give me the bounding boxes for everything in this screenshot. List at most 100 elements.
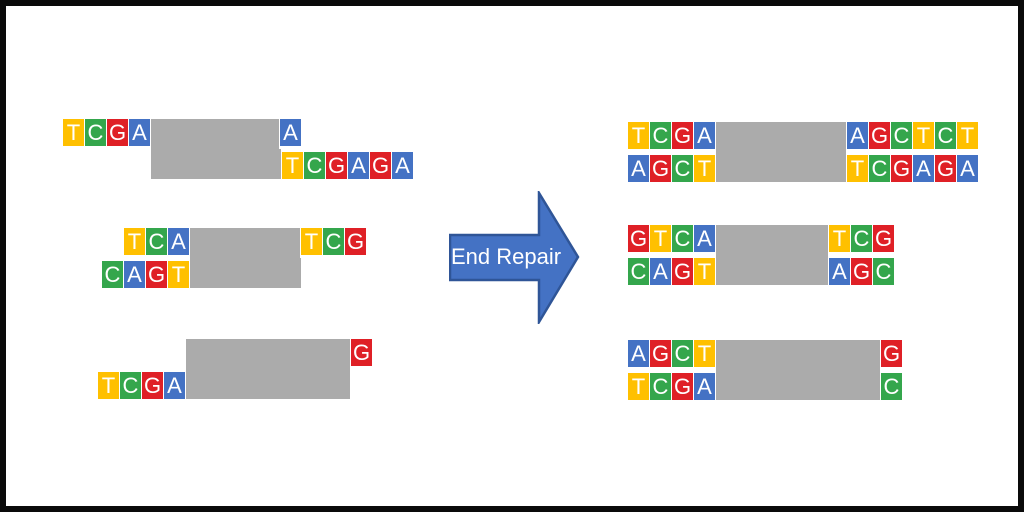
base-T: T <box>913 122 934 149</box>
base-T: T <box>628 373 649 400</box>
base-C: C <box>650 373 671 400</box>
base-C: C <box>85 119 106 146</box>
base-T: T <box>847 155 868 182</box>
base-T: T <box>650 225 671 252</box>
unknown-sequence-spacer <box>716 340 880 370</box>
base-T: T <box>694 155 715 182</box>
base-A: A <box>168 228 189 255</box>
base-T: T <box>957 122 978 149</box>
base-A: A <box>124 261 145 288</box>
base-C: C <box>650 122 671 149</box>
base-A: A <box>829 258 850 285</box>
unknown-sequence-spacer <box>716 370 880 400</box>
base-C: C <box>935 122 956 149</box>
base-G: G <box>650 340 671 367</box>
base-G: G <box>935 155 956 182</box>
base-G: G <box>326 152 347 179</box>
base-C: C <box>851 225 872 252</box>
base-G: G <box>370 152 391 179</box>
unknown-sequence-spacer <box>716 225 828 255</box>
base-T: T <box>282 152 303 179</box>
base-T: T <box>694 258 715 285</box>
base-A: A <box>628 155 649 182</box>
right-arrow-icon <box>448 188 580 327</box>
base-A: A <box>694 373 715 400</box>
base-G: G <box>628 225 649 252</box>
unknown-sequence-spacer <box>151 119 279 149</box>
base-T: T <box>829 225 850 252</box>
base-C: C <box>102 261 123 288</box>
base-T: T <box>168 261 189 288</box>
base-A: A <box>913 155 934 182</box>
base-G: G <box>650 155 671 182</box>
base-A: A <box>694 122 715 149</box>
base-C: C <box>881 373 902 400</box>
base-G: G <box>142 372 163 399</box>
unknown-sequence-spacer <box>716 152 846 182</box>
unknown-sequence-spacer <box>186 339 350 369</box>
base-A: A <box>847 122 868 149</box>
top-strand: G <box>186 339 372 369</box>
base-C: C <box>304 152 325 179</box>
base-A: A <box>129 119 150 146</box>
base-G: G <box>881 340 902 367</box>
base-T: T <box>63 119 84 146</box>
base-A: A <box>164 372 185 399</box>
unknown-sequence-spacer <box>186 369 350 399</box>
base-C: C <box>628 258 649 285</box>
base-C: C <box>672 155 693 182</box>
base-G: G <box>672 122 693 149</box>
unknown-sequence-spacer <box>190 258 301 288</box>
base-A: A <box>280 119 301 146</box>
base-A: A <box>957 155 978 182</box>
base-G: G <box>672 258 693 285</box>
unknown-sequence-spacer <box>716 255 828 285</box>
base-G: G <box>851 258 872 285</box>
base-C: C <box>873 258 894 285</box>
base-C: C <box>891 122 912 149</box>
base-C: C <box>672 225 693 252</box>
end-repair-arrow <box>448 188 580 327</box>
base-G: G <box>107 119 128 146</box>
base-C: C <box>869 155 890 182</box>
base-A: A <box>392 152 413 179</box>
base-C: C <box>672 340 693 367</box>
unknown-sequence-spacer <box>151 149 281 179</box>
base-C: C <box>120 372 141 399</box>
base-G: G <box>345 228 366 255</box>
base-G: G <box>891 155 912 182</box>
base-G: G <box>873 225 894 252</box>
base-T: T <box>301 228 322 255</box>
base-T: T <box>694 340 715 367</box>
base-A: A <box>348 152 369 179</box>
base-C: C <box>323 228 344 255</box>
base-C: C <box>146 228 167 255</box>
base-G: G <box>672 373 693 400</box>
base-A: A <box>628 340 649 367</box>
base-T: T <box>628 122 649 149</box>
base-T: T <box>124 228 145 255</box>
base-A: A <box>650 258 671 285</box>
base-T: T <box>98 372 119 399</box>
end-repair-label: End Repair <box>451 244 562 269</box>
base-A: A <box>694 225 715 252</box>
unknown-sequence-spacer <box>716 122 846 152</box>
unknown-sequence-spacer <box>190 228 300 258</box>
